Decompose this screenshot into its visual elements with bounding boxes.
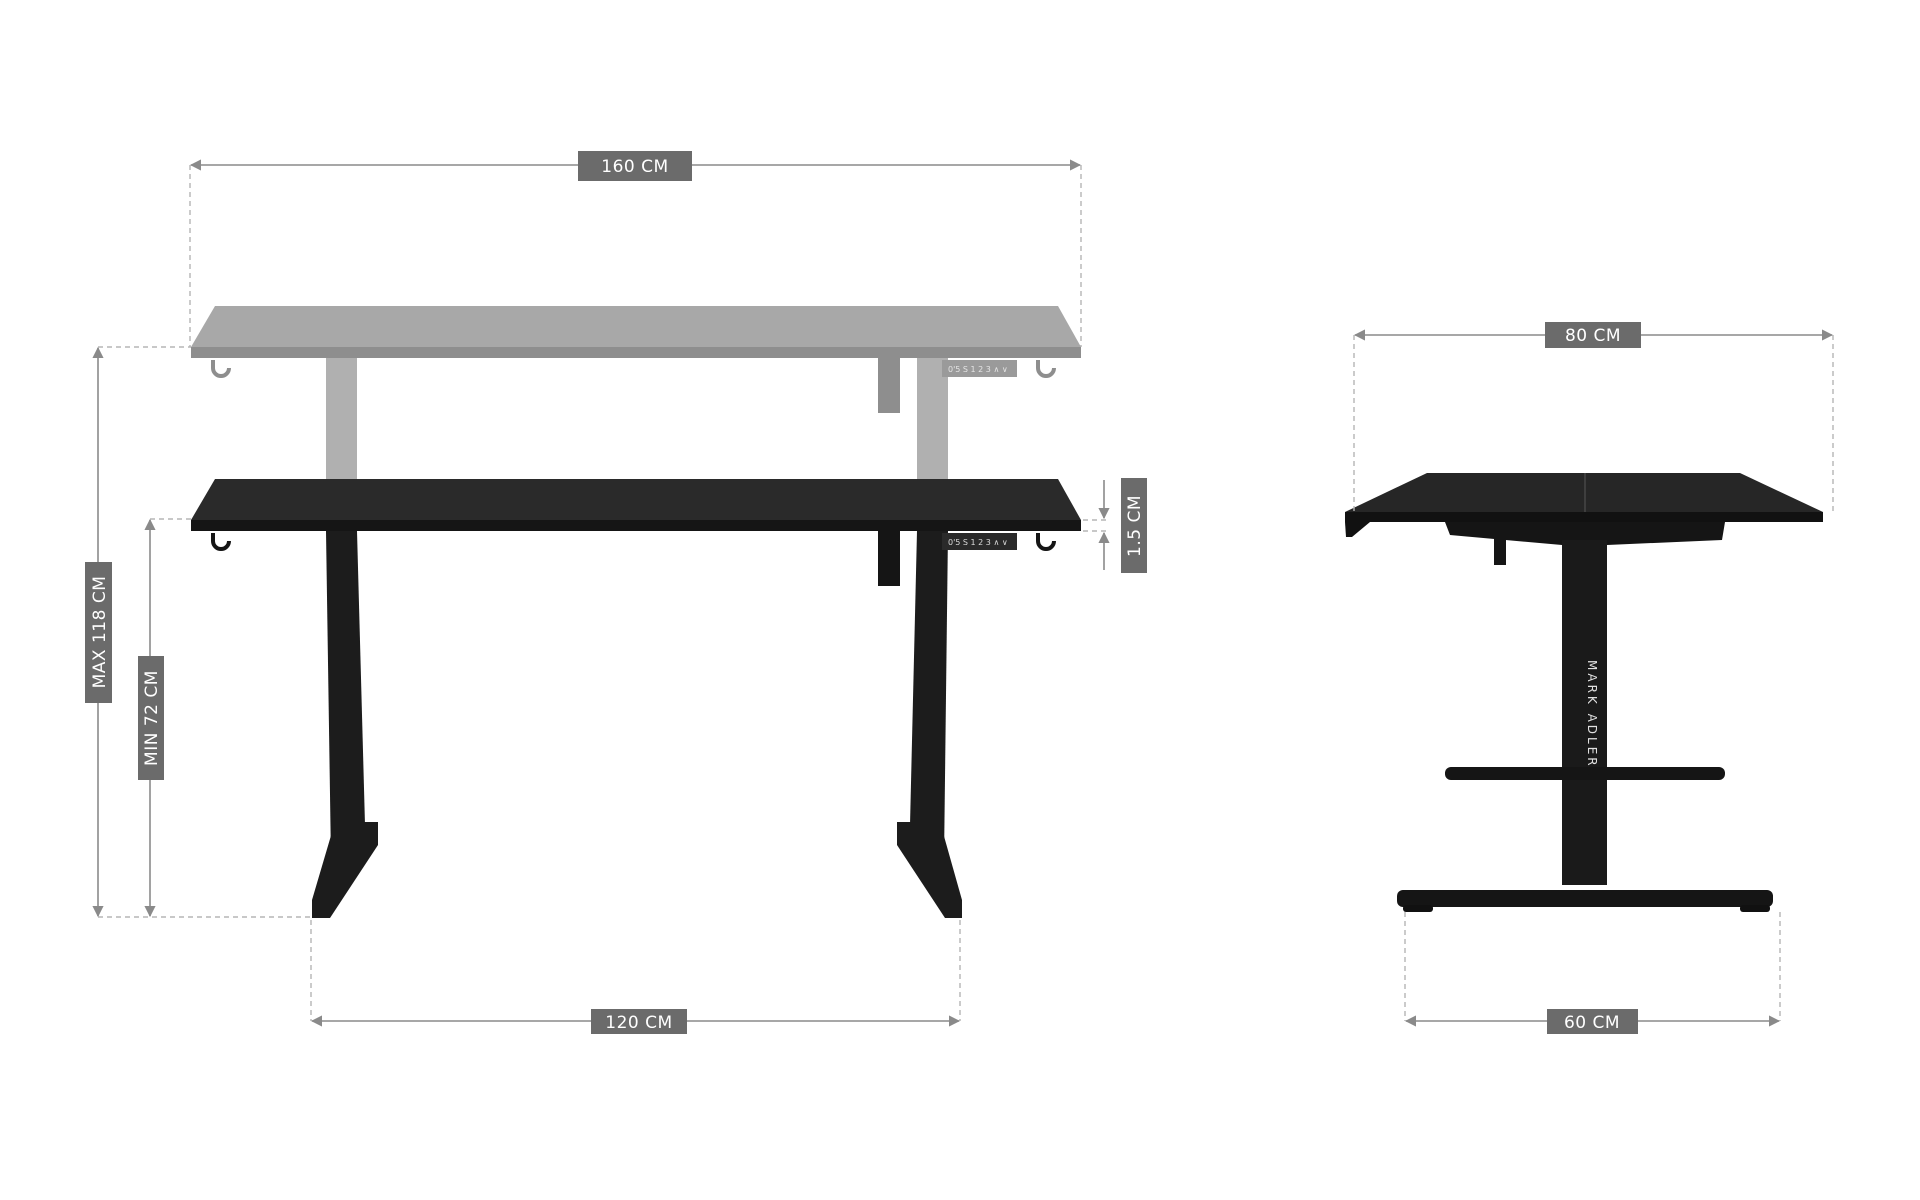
dimension-depth: 80 CM: [1353, 322, 1834, 512]
top-thickness-label: 1.5 CM: [1125, 495, 1145, 557]
dimension-foot-span: 120 CM: [310, 920, 961, 1034]
brand-logo: MARK ADLER: [1585, 660, 1599, 769]
hook-icon: [1036, 360, 1056, 378]
hook-icon: [1036, 533, 1056, 551]
control-panel-text: 0'5 S 1 2 3 ∧ ∨: [948, 538, 1008, 547]
width-label: 160 CM: [601, 157, 668, 177]
hook-icon: [211, 360, 231, 378]
max-height-label: MAX 118 CM: [90, 576, 110, 689]
foot-span-label: 120 CM: [605, 1013, 672, 1033]
side-view-desk: MARK ADLER: [1345, 473, 1823, 912]
raised-desk-ghost: 0'5 S 1 2 3 ∧ ∨: [191, 306, 1081, 480]
hook-icon: [211, 533, 231, 551]
dimension-max-height: MAX 118 CM: [85, 346, 312, 918]
dimension-width-160: 160 CM: [189, 151, 1082, 347]
base-label: 60 CM: [1564, 1013, 1620, 1033]
front-view-desk: 0'5 S 1 2 3 ∧ ∨: [191, 479, 1081, 918]
min-height-label: MIN 72 CM: [142, 670, 162, 766]
dimension-top-thickness: 1.5 CM: [1083, 478, 1147, 573]
dimension-min-height: MIN 72 CM: [138, 518, 191, 918]
raised-control-panel-text: 0'5 S 1 2 3 ∧ ∨: [948, 365, 1008, 374]
dimension-base: 60 CM: [1404, 912, 1781, 1034]
depth-label: 80 CM: [1565, 326, 1621, 346]
